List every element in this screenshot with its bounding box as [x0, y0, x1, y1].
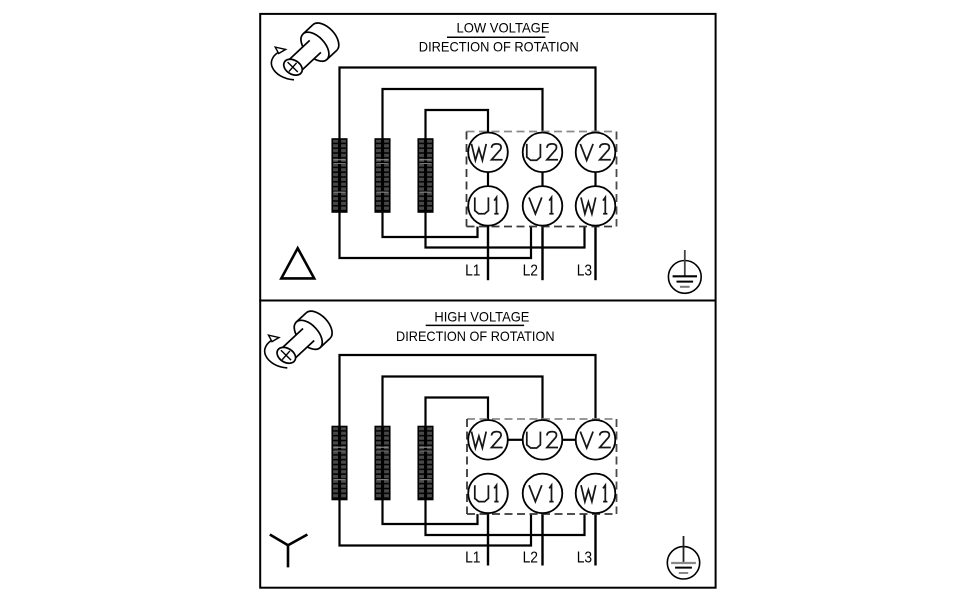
svg-text:L3: L3: [577, 549, 592, 566]
svg-text:LOW VOLTAGE: LOW VOLTAGE: [456, 19, 549, 35]
svg-text:L1: L1: [465, 263, 480, 280]
svg-text:L3: L3: [577, 263, 592, 280]
svg-text:HIGH VOLTAGE: HIGH VOLTAGE: [434, 308, 529, 324]
svg-text:L2: L2: [523, 263, 538, 280]
svg-text:DIRECTION OF ROTATION: DIRECTION OF ROTATION: [396, 328, 555, 344]
svg-text:DIRECTION OF ROTATION: DIRECTION OF ROTATION: [419, 39, 579, 55]
svg-text:L1: L1: [465, 549, 480, 566]
svg-text:L2: L2: [523, 549, 538, 566]
